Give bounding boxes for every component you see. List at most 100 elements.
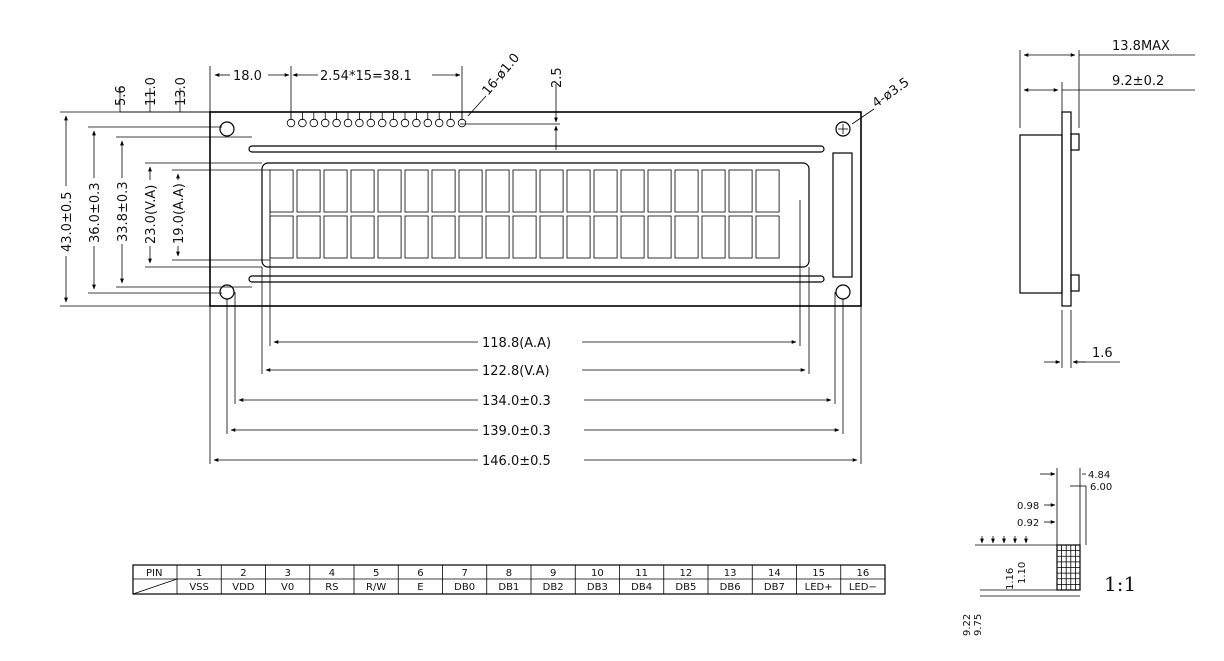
pin-hole xyxy=(389,118,398,128)
dim-43-0: 43.0±0.5 xyxy=(60,191,75,252)
dim-19-0: 19.0(A.A) xyxy=(172,183,187,244)
dim-9-75: 9.75 xyxy=(973,614,984,636)
char-cell xyxy=(674,169,699,213)
pin-signal: LED+ xyxy=(805,582,833,593)
char-cell xyxy=(620,169,645,213)
char-cell xyxy=(404,169,429,213)
dim-13-0: 13.0 xyxy=(174,77,189,106)
char-cell xyxy=(512,215,537,259)
pin-hole xyxy=(321,118,330,128)
dim-13-8max: 13.8MAX xyxy=(1112,39,1170,54)
side-pin-top xyxy=(1070,133,1080,151)
pin-signal: DB1 xyxy=(498,582,519,593)
pin-signal: VDD xyxy=(232,582,255,593)
dim-0-92: 0.92 xyxy=(1017,518,1039,529)
mount-hole-bottom-right xyxy=(835,284,851,300)
pin-number: 4 xyxy=(329,568,335,579)
char-cell xyxy=(566,169,591,213)
pin-hole xyxy=(412,118,421,128)
pin-signal: VSS xyxy=(189,582,209,593)
mount-hole-top-right xyxy=(835,121,851,137)
char-cell xyxy=(701,215,726,259)
side-pcb xyxy=(1061,111,1072,307)
backlight-tab xyxy=(832,152,853,278)
pin-hole xyxy=(343,118,353,128)
dim-11-0: 11.0 xyxy=(144,77,159,106)
char-cell xyxy=(620,215,645,259)
dim-pin-holes: 16-ø1.0 xyxy=(480,51,524,99)
pin-hole xyxy=(355,118,364,128)
pin-number: 7 xyxy=(461,568,467,579)
pin-header xyxy=(286,112,467,128)
front-view: 5.6 11.0 13.0 18.0 2.54*15=38.1 16-ø1.0 … xyxy=(58,51,912,469)
dim-1-16: 1.16 xyxy=(1005,568,1016,590)
pin-hole xyxy=(435,118,444,128)
pin-signal: V0 xyxy=(281,582,294,593)
dim-9-22: 9.22 xyxy=(962,614,973,636)
pin-number: 16 xyxy=(857,568,870,579)
pin-signal: DB0 xyxy=(454,582,475,593)
pin-number: 14 xyxy=(768,568,781,579)
pin-signal: DB2 xyxy=(543,582,564,593)
char-cell xyxy=(647,215,672,259)
char-cell xyxy=(701,169,726,213)
pin-hole xyxy=(309,118,318,128)
pin-hole xyxy=(298,118,307,128)
char-cell xyxy=(593,169,618,213)
pin-signal: E xyxy=(417,582,423,593)
char-cell xyxy=(458,169,483,213)
dim-4-84: 4.84 xyxy=(1088,470,1110,481)
char-cell xyxy=(296,169,321,213)
pin-number: 12 xyxy=(680,568,693,579)
char-cell xyxy=(755,215,780,259)
dim-pin-pitch: 2.54*15=38.1 xyxy=(320,69,412,84)
dim-1-6: 1.6 xyxy=(1092,346,1113,361)
bezel-rail-top xyxy=(248,145,825,153)
char-cell xyxy=(269,215,294,259)
char-cell xyxy=(485,169,510,213)
bottom-dimensions: 118.8(A.A) 122.8(V.A) 134.0±0.3 139.0±0.… xyxy=(209,200,862,469)
mount-hole-top-left xyxy=(219,121,235,137)
dim-mount-holes: 4-ø3.5 xyxy=(870,75,913,111)
pin-number: 11 xyxy=(635,568,648,579)
char-cell xyxy=(674,215,699,259)
char-cell xyxy=(296,215,321,259)
pin-signal: DB7 xyxy=(764,582,785,593)
char-cell xyxy=(431,215,456,259)
dim-6-00: 6.00 xyxy=(1090,482,1112,493)
pin-number: 6 xyxy=(417,568,423,579)
pin-hole xyxy=(366,118,375,128)
char-cell xyxy=(512,169,537,213)
dim-18-0: 18.0 xyxy=(233,69,262,84)
dim-9-2: 9.2±0.2 xyxy=(1112,74,1164,89)
pin-number: 1 xyxy=(196,568,202,579)
dim-2-5: 2.5 xyxy=(550,67,565,88)
pin-header-label: PIN xyxy=(146,568,162,579)
detail-grid xyxy=(1056,544,1081,591)
char-cell xyxy=(485,215,510,259)
dim-146-0: 146.0±0.5 xyxy=(482,454,551,469)
char-cell xyxy=(377,169,402,213)
pin-table: PIN 1VSS2VDD3V04RS5R/W6E7DB08DB19DB210DB… xyxy=(132,564,886,595)
pin-number: 2 xyxy=(240,568,246,579)
dim-134-0: 134.0±0.3 xyxy=(482,394,551,409)
char-cell xyxy=(647,169,672,213)
dim-33-8: 33.8±0.3 xyxy=(116,181,131,242)
pin-signal: DB6 xyxy=(720,582,741,593)
dim-0-98: 0.98 xyxy=(1017,501,1039,512)
pin-number: 15 xyxy=(812,568,825,579)
pin-hole xyxy=(423,118,432,128)
detail-view: 4.84 6.00 0.98 0.92 1.16 1.10 9.22 9.75 … xyxy=(962,468,1136,636)
pin-signal: R/W xyxy=(366,582,386,593)
pin-hole xyxy=(446,118,455,128)
scale-label: 1:1 xyxy=(1104,572,1136,596)
char-cell xyxy=(566,215,591,259)
char-cell xyxy=(539,169,564,213)
side-body xyxy=(1019,134,1063,294)
pin-hole xyxy=(457,118,467,128)
top-dimensions: 5.6 11.0 13.0 18.0 2.54*15=38.1 16-ø1.0 … xyxy=(114,51,912,150)
dim-139-0: 139.0±0.3 xyxy=(482,424,551,439)
char-cell xyxy=(593,215,618,259)
pin-number: 13 xyxy=(724,568,737,579)
pin-number: 10 xyxy=(591,568,604,579)
